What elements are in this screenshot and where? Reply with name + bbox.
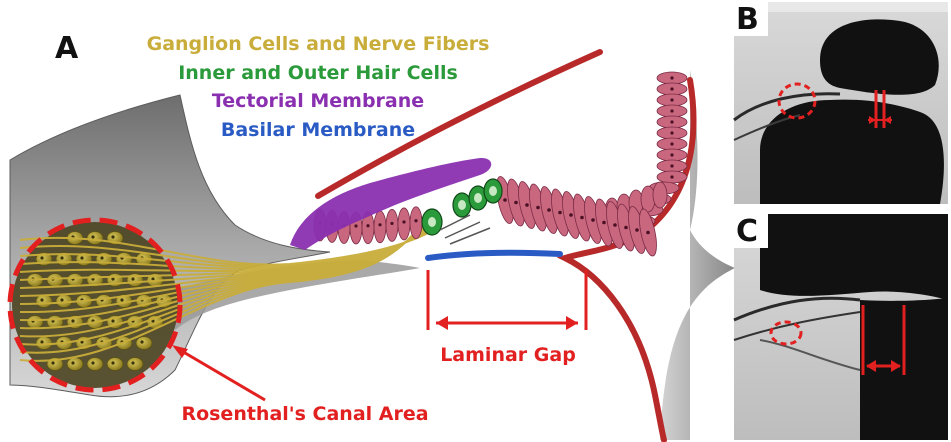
cell-nucleus: [354, 224, 358, 228]
rosenthal-arrow: [172, 345, 266, 402]
cell-nucleus: [366, 224, 370, 228]
laminar-gap-marker: [426, 270, 588, 330]
cell-nucleus: [390, 221, 394, 226]
panel-b-label: B: [736, 2, 759, 37]
ganglion-nucleus: [111, 361, 115, 365]
ganglion-nucleus: [140, 340, 144, 344]
ganglion-nucleus: [80, 256, 84, 260]
lateral-wall-bone: [660, 70, 735, 440]
hair-cells: [421, 178, 503, 245]
ganglion-nucleus: [91, 235, 95, 239]
laminar-gap-label: Laminar Gap: [440, 344, 576, 366]
ganglion-nucleus: [40, 298, 44, 302]
ganglion-nucleus: [131, 277, 135, 281]
ganglion-nucleus: [80, 340, 84, 344]
cell-nucleus: [670, 142, 674, 146]
supporting-cell: [373, 210, 387, 244]
panel-a-label: A: [55, 31, 79, 66]
cell-nucleus: [547, 208, 551, 212]
ganglion-nucleus: [100, 256, 104, 260]
cell-nucleus: [602, 220, 606, 225]
ganglion-nucleus: [111, 319, 115, 323]
legend: Ganglion Cells and Nerve Fibers Inner an…: [147, 33, 490, 141]
ganglion-nucleus: [91, 361, 95, 365]
tectorial-membrane: [290, 157, 492, 250]
cell-nucleus: [670, 131, 674, 135]
cell-nucleus: [558, 210, 562, 215]
supporting-cell: [385, 209, 399, 242]
ganglion-cell: [86, 231, 104, 245]
supporting-cell: [409, 206, 423, 240]
cell-nucleus: [613, 223, 617, 227]
rosenthal-label: Rosenthal's Canal Area: [181, 403, 428, 425]
panel-c: C: [733, 214, 948, 440]
cell-nucleus: [378, 223, 382, 227]
ganglion-nucleus: [40, 256, 44, 260]
cell-nucleus: [670, 98, 674, 102]
cell-nucleus: [670, 120, 674, 124]
ganglion-cell: [35, 336, 53, 350]
ganglion-nucleus: [71, 361, 75, 365]
ganglion-nucleus: [131, 361, 135, 365]
stria-cell: [640, 185, 656, 213]
nerve-fiber: [19, 209, 431, 362]
ganglion-nucleus: [60, 256, 64, 260]
cell-nucleus: [591, 218, 595, 222]
basilar-membrane: [425, 249, 563, 261]
cell-nucleus: [525, 203, 529, 207]
ganglion-nucleus: [111, 235, 115, 239]
ganglion-cell: [26, 315, 44, 329]
supporting-cell: [397, 207, 411, 241]
ganglion-nucleus: [151, 277, 155, 281]
ganglion-cell: [66, 357, 84, 371]
ganglion-nucleus: [120, 298, 124, 302]
ganglion-cell: [86, 357, 104, 371]
cell-nucleus: [402, 220, 406, 224]
stria-cell: [652, 181, 668, 209]
cell-nucleus: [624, 225, 628, 230]
legend-tectorial: Tectorial Membrane: [212, 90, 424, 112]
ganglion-nucleus: [51, 361, 55, 365]
cell-nucleus: [569, 213, 573, 217]
ganglion-cell: [106, 357, 124, 371]
cell-nucleus: [670, 153, 674, 157]
legend-basilar: Basilar Membrane: [221, 119, 415, 141]
ganglion-cell: [46, 273, 64, 287]
ganglion-cell: [135, 336, 153, 350]
cell-nucleus: [670, 175, 674, 179]
ganglion-nucleus: [40, 340, 44, 344]
panel-b: B: [733, 2, 948, 204]
rosenthal-circle: [7, 217, 183, 393]
reissner-membrane: [315, 49, 603, 199]
cell-nucleus: [503, 198, 507, 202]
cell-nucleus: [670, 87, 674, 91]
legend-hair-cells: Inner and Outer Hair Cells: [178, 62, 458, 84]
cell-nucleus: [670, 109, 674, 113]
cell-nucleus: [536, 205, 540, 210]
cell-nucleus: [670, 76, 674, 80]
organ-of-corti: [313, 176, 657, 257]
cell-nucleus: [580, 215, 584, 220]
ganglion-nucleus: [60, 298, 64, 302]
nerve-fibers: [19, 209, 431, 362]
cell-nucleus: [646, 230, 650, 235]
ganglion-nucleus: [71, 319, 75, 323]
ganglion-nucleus: [111, 277, 115, 281]
legend-ganglion: Ganglion Cells and Nerve Fibers: [147, 33, 490, 55]
cell-nucleus: [670, 164, 674, 168]
cell-nucleus: [414, 219, 418, 223]
ganglion-cell: [55, 294, 73, 308]
ganglion-cell: [126, 357, 144, 371]
panel-c-label: C: [736, 214, 758, 249]
panel-a: A Ganglion Cells and Nerve Fibers Inner …: [7, 31, 735, 442]
cell-nucleus: [514, 200, 518, 205]
cell-nucleus: [635, 228, 639, 232]
